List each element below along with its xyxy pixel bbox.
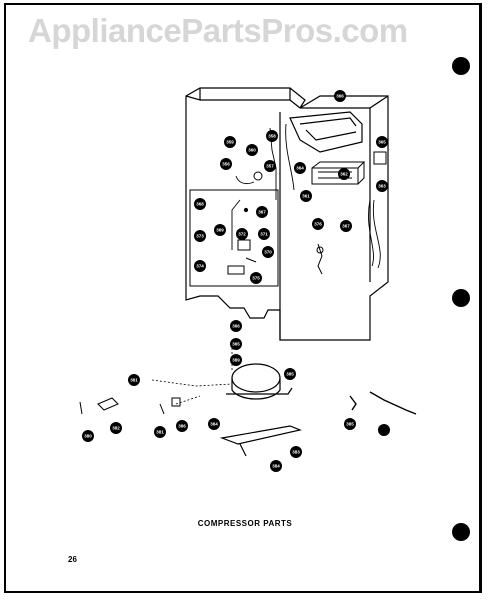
- callout: 357: [264, 160, 276, 172]
- callout: 374: [194, 260, 206, 272]
- callout: 369: [214, 224, 226, 236]
- callout: 372: [236, 228, 248, 240]
- relay-components: [227, 171, 263, 275]
- svg-text:365: 365: [232, 342, 240, 347]
- power-cord: [349, 391, 417, 415]
- svg-text:382: 382: [112, 426, 120, 431]
- water-valve: [316, 243, 324, 275]
- binder-hole-bottom: [452, 523, 470, 541]
- svg-text:363: 363: [378, 184, 386, 189]
- icemaker-assembly: [311, 161, 366, 185]
- callout: [378, 424, 390, 436]
- callout: 385: [344, 418, 356, 430]
- svg-text:381: 381: [130, 378, 138, 383]
- svg-text:360: 360: [248, 148, 256, 153]
- svg-text:369: 369: [216, 228, 224, 233]
- callout: 362: [338, 168, 350, 180]
- binder-hole-top: [452, 57, 470, 75]
- callout: 384: [270, 460, 282, 472]
- callout: 366: [230, 320, 242, 332]
- callout-bubbles: 366 359 360 357 358 364 365 362 361 363 …: [82, 90, 390, 472]
- svg-text:367: 367: [258, 210, 266, 215]
- cabinet-outline: [185, 87, 389, 341]
- callout: 373: [194, 230, 206, 242]
- svg-text:373: 373: [196, 234, 204, 239]
- callout: 381: [154, 426, 166, 438]
- callout: 386: [176, 420, 188, 432]
- svg-text:384: 384: [210, 422, 218, 427]
- base-plate: [219, 425, 303, 457]
- svg-text:371: 371: [260, 232, 268, 237]
- svg-text:364: 364: [296, 166, 304, 171]
- callout: 383: [290, 446, 302, 458]
- callout: 367: [256, 206, 268, 218]
- callout: 376: [312, 218, 324, 230]
- callout: 368: [194, 198, 206, 210]
- callout: 366: [334, 90, 346, 102]
- callout: 361: [300, 190, 312, 202]
- svg-text:368: 368: [196, 202, 204, 207]
- page-number: 26: [68, 555, 77, 564]
- callout: 364: [294, 162, 306, 174]
- callout: 375: [250, 272, 262, 284]
- callout: 360: [246, 144, 258, 156]
- callout: 370: [262, 246, 274, 258]
- page-border: [4, 3, 482, 593]
- svg-text:356: 356: [222, 162, 230, 167]
- callout: 385: [284, 368, 296, 380]
- component-panel: [189, 189, 279, 287]
- binder-hole-middle: [452, 289, 470, 307]
- svg-text:357: 357: [266, 164, 274, 169]
- svg-text:361: 361: [302, 194, 310, 199]
- svg-text:367: 367: [342, 224, 350, 229]
- svg-text:389: 389: [232, 358, 240, 363]
- svg-text:365: 365: [378, 140, 386, 145]
- svg-text:359: 359: [226, 140, 234, 145]
- callout: 381: [128, 374, 140, 386]
- callout: 384: [208, 418, 220, 430]
- svg-text:374: 374: [196, 264, 204, 269]
- relay-leaders: [151, 340, 233, 405]
- small-panel: [373, 151, 387, 165]
- wiring: [231, 123, 381, 269]
- svg-text:366: 366: [336, 94, 344, 99]
- svg-text:384: 384: [272, 464, 280, 469]
- svg-text:370: 370: [264, 250, 272, 255]
- callout: 389: [230, 354, 242, 366]
- callout: 380: [82, 430, 94, 442]
- callout: 365: [230, 338, 242, 350]
- svg-text:376: 376: [314, 222, 322, 227]
- callout: 371: [258, 228, 270, 240]
- svg-text:380: 380: [84, 434, 92, 439]
- callout: 365: [376, 136, 388, 148]
- callout: 382: [110, 422, 122, 434]
- svg-text:385: 385: [286, 372, 294, 377]
- svg-text:362: 362: [340, 172, 348, 177]
- svg-text:383: 383: [292, 450, 300, 455]
- svg-text:372: 372: [238, 232, 246, 237]
- svg-text:381: 381: [156, 430, 164, 435]
- overload-parts: [79, 397, 181, 415]
- svg-text:386: 386: [178, 424, 186, 429]
- diagram-caption: COMPRESSOR PARTS: [197, 519, 293, 528]
- callout: 363: [376, 180, 388, 192]
- watermark-text: AppliancePartsPros.com: [28, 12, 408, 49]
- callout: 359: [224, 136, 236, 148]
- svg-text:375: 375: [252, 276, 260, 281]
- svg-text:385: 385: [346, 422, 354, 427]
- svg-text:358: 358: [268, 134, 276, 139]
- callout: 356: [220, 158, 232, 170]
- ice-tray: [289, 111, 363, 153]
- callout: 367: [340, 220, 352, 232]
- compressor: [226, 363, 293, 400]
- callout: 358: [266, 130, 278, 142]
- svg-text:366: 366: [232, 324, 240, 329]
